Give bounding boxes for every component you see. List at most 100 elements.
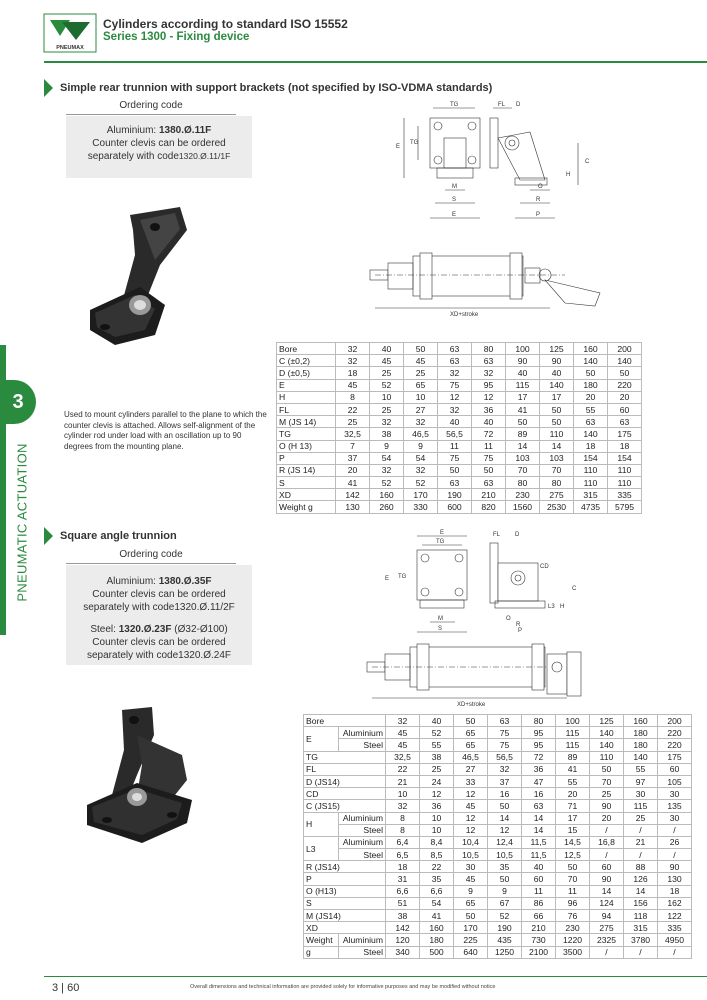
row-label: E: [303, 726, 339, 752]
table-cell: 40: [521, 860, 556, 874]
table-cell: /: [657, 823, 692, 837]
table-cell: 30: [453, 860, 488, 874]
table-cell: 32: [385, 799, 420, 813]
table-cell: 94: [589, 908, 624, 923]
table-cell: /: [623, 823, 658, 837]
table-cell: 40: [419, 713, 454, 728]
table-cell: 51: [385, 896, 420, 911]
table-cell: 32: [403, 415, 438, 429]
table-cell: 118: [623, 908, 658, 923]
chapter-label: PNEUMATIC ACTUATION: [14, 443, 30, 602]
row-label: R (JS14): [303, 860, 386, 874]
table-cell: 45: [385, 738, 420, 752]
row-label: P: [303, 872, 386, 886]
table-cell: 10: [403, 390, 438, 404]
table-cell: 8: [385, 811, 420, 825]
table-cell: 340: [385, 945, 420, 959]
table-cell: 200: [607, 341, 642, 356]
table-cell: 63: [437, 354, 472, 368]
s1-dim-tg-v: TG: [410, 140, 419, 146]
s2-dim-d: D: [515, 532, 520, 538]
table-cell: 55: [623, 762, 658, 776]
table-cell: 65: [453, 896, 488, 911]
table-cell: /: [623, 945, 658, 959]
table-cell: 56,5: [487, 750, 522, 764]
row-label: FL: [303, 762, 386, 776]
table-cell: 130: [657, 872, 692, 886]
table-cell: 89: [555, 750, 590, 764]
row-label: Bore: [303, 713, 386, 728]
s2-dim-c: C: [572, 586, 577, 592]
table-cell: 14: [589, 884, 624, 898]
table-cell: 230: [555, 921, 590, 935]
table-cell: 90: [589, 799, 624, 813]
table-cell: 45: [385, 726, 420, 740]
table-cell: 160: [623, 713, 658, 728]
section2-product-photo: [82, 705, 197, 845]
table-cell: 12: [453, 823, 488, 837]
table-cell: 70: [539, 463, 574, 478]
table-cell: 27: [403, 402, 438, 417]
table-cell: 130: [335, 500, 370, 514]
table-cell: 18: [335, 366, 370, 380]
table-cell: 32: [437, 402, 472, 417]
table-cell: 52: [369, 378, 404, 392]
table-cell: 180: [623, 726, 658, 740]
row-label: Bore: [276, 341, 336, 356]
table-cell: 25: [335, 415, 370, 429]
row-sublabel: Steel: [338, 848, 386, 862]
table-cell: 335: [607, 488, 642, 502]
table-cell: 70: [555, 872, 590, 886]
table-cell: 140: [573, 354, 608, 368]
table-cell: 38: [369, 427, 404, 441]
table-cell: 97: [623, 774, 658, 789]
table-cell: 125: [589, 713, 624, 728]
table-cell: 45: [453, 799, 488, 813]
table-cell: 3500: [555, 945, 590, 959]
table-cell: 110: [539, 427, 574, 441]
table-cell: /: [657, 945, 692, 959]
s2-dim-l3: L3: [548, 604, 555, 610]
table-cell: 820: [471, 500, 506, 514]
table-cell: 40: [369, 341, 404, 356]
table-cell: 55: [419, 738, 454, 752]
table-cell: 75: [471, 451, 506, 465]
table-cell: 335: [657, 921, 692, 935]
row-sublabel: Steel: [338, 738, 386, 752]
section1-title: Simple rear trunnion with support bracke…: [60, 82, 493, 94]
table-cell: 14: [623, 884, 658, 898]
table-cell: 20: [555, 787, 590, 801]
table-cell: /: [589, 848, 624, 862]
table-cell: 25: [369, 402, 404, 417]
table-cell: 140: [589, 726, 624, 740]
table-cell: 110: [607, 463, 642, 478]
row-label: D (JS14): [303, 774, 386, 789]
s1-dim-r: R: [536, 197, 541, 203]
table-cell: 12: [419, 787, 454, 801]
table-cell: 10,5: [453, 848, 488, 862]
table-cell: 275: [539, 488, 574, 502]
table-cell: 8: [385, 823, 420, 837]
section2-title: Square angle trunnion: [60, 530, 177, 542]
table-cell: 160: [573, 341, 608, 356]
table-cell: 63: [471, 354, 506, 368]
table-cell: 110: [607, 476, 642, 490]
table-cell: 115: [555, 738, 590, 752]
s2-dim-p: P: [518, 628, 522, 634]
row-label: g: [303, 945, 339, 959]
table-cell: 17: [539, 390, 574, 404]
table-cell: 8,4: [419, 835, 454, 850]
table-cell: 60: [589, 860, 624, 874]
table-cell: 315: [573, 488, 608, 502]
table-cell: 8: [335, 390, 370, 404]
table-cell: 75: [437, 451, 472, 465]
table-cell: 52: [403, 476, 438, 490]
row-label: XD: [303, 921, 386, 935]
